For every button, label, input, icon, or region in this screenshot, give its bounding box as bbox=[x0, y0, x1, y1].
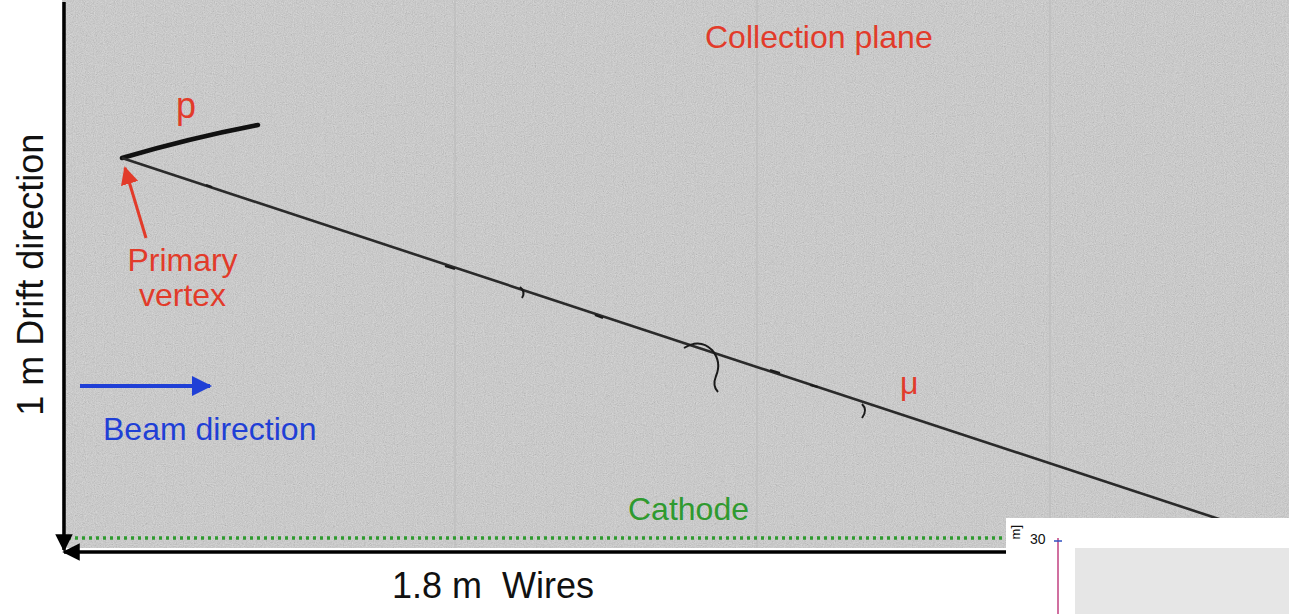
axis-title: 1.8 m Wires bbox=[392, 566, 594, 606]
particle-label: p bbox=[176, 86, 196, 126]
particle-label: μ bbox=[900, 366, 918, 401]
inset-panel bbox=[1006, 518, 1289, 614]
tick-label: 30 bbox=[1030, 532, 1046, 547]
wire-artefacts bbox=[455, 0, 1050, 548]
delta-rays bbox=[206, 185, 865, 418]
inset-plot bbox=[1075, 548, 1289, 614]
detector-background bbox=[62, 0, 1289, 548]
cathode-label: Cathode bbox=[628, 492, 749, 527]
inset-tick bbox=[1054, 540, 1062, 542]
beam-arrow bbox=[80, 384, 210, 388]
inset-axis bbox=[1057, 538, 1059, 614]
proton-track bbox=[122, 125, 258, 158]
wire-axis bbox=[64, 550, 1008, 554]
vertex-label: Primary vertex bbox=[100, 243, 265, 313]
vertex-pointer bbox=[125, 168, 146, 238]
drift-axis bbox=[62, 2, 66, 550]
noise-texture bbox=[62, 0, 1289, 548]
plane-label: Collection plane bbox=[705, 20, 933, 55]
beam-label: Beam direction bbox=[103, 412, 316, 447]
axis-fragment: m] bbox=[1009, 525, 1023, 539]
axis-title: 1 m Drift direction bbox=[11, 134, 51, 416]
cathode-line bbox=[68, 536, 1005, 540]
muon-track bbox=[122, 158, 1222, 520]
